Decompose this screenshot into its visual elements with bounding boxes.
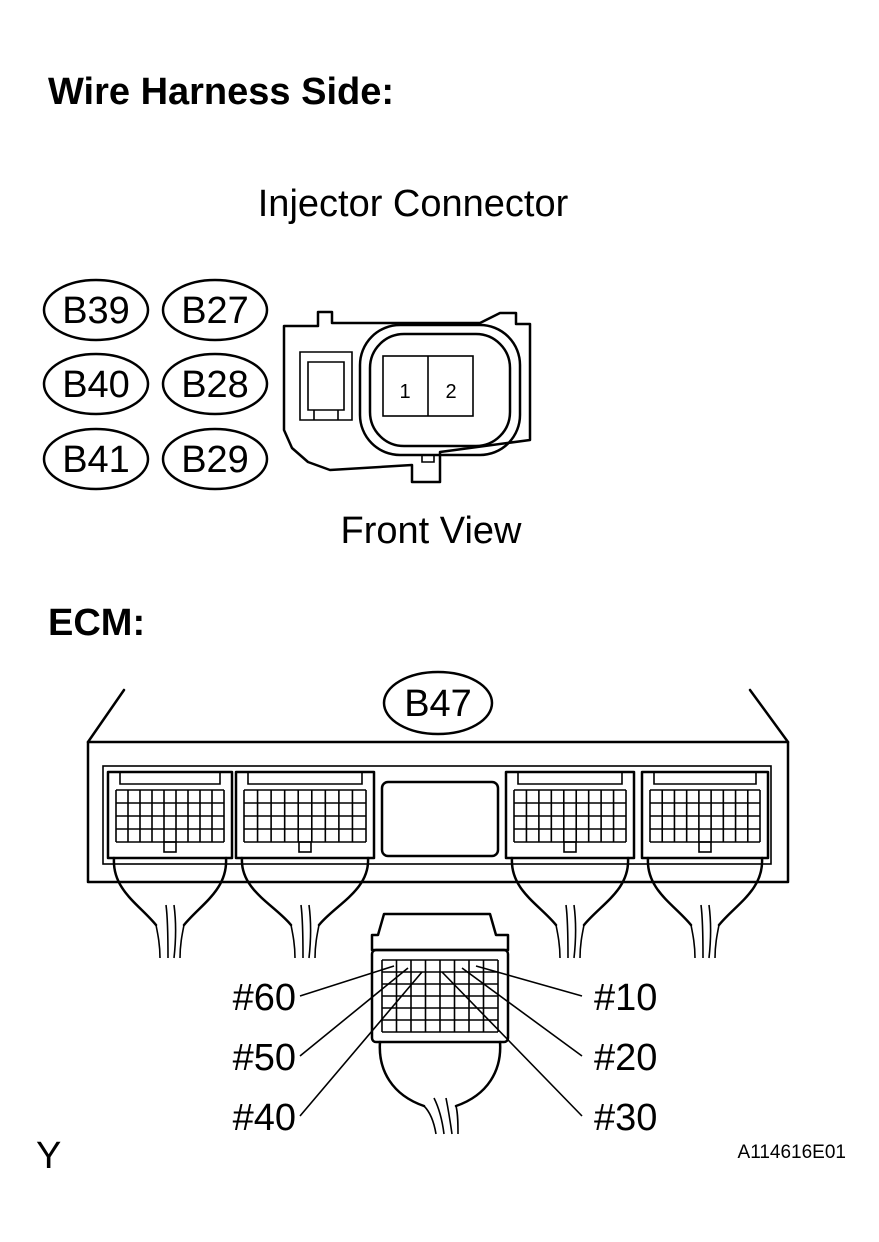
ecm-side-connector <box>234 770 376 959</box>
corner-mark: Y <box>36 1135 61 1177</box>
ecm-body <box>86 688 790 884</box>
connector-code-label: B28 <box>181 364 249 406</box>
figure-id: A114616E01 <box>738 1142 846 1163</box>
ecm-connector-code-label: B47 <box>404 683 472 725</box>
ecm-bottom-connector <box>370 912 510 1135</box>
connector-code-oval-b27: B27 <box>161 278 269 342</box>
connector-code-oval-b41: B41 <box>42 427 150 491</box>
terminal-label-40: #40 <box>233 1097 296 1139</box>
injector-connector-title: Injector Connector <box>258 183 569 225</box>
connector-code-label: B41 <box>62 439 130 481</box>
terminal-label-10: #10 <box>594 977 657 1019</box>
terminal-label-60: #60 <box>233 977 296 1019</box>
ecm-side-connector <box>504 770 636 959</box>
injector-pin-1: 1 <box>399 381 410 403</box>
terminal-label-50: #50 <box>233 1037 296 1079</box>
connector-code-oval-b28: B28 <box>161 352 269 416</box>
connector-code-label: B39 <box>62 290 130 332</box>
ecm-connectors <box>106 770 770 959</box>
connector-code-label: B27 <box>181 290 249 332</box>
ecm-side-connector <box>640 770 770 959</box>
wire-harness-heading: Wire Harness Side: <box>48 71 394 113</box>
ecm-heading: ECM: <box>48 602 145 644</box>
ecm-side-connector <box>106 770 234 959</box>
terminal-leader-lines <box>299 965 583 1117</box>
terminal-label-30: #30 <box>594 1097 657 1139</box>
front-view-label: Front View <box>341 510 522 552</box>
terminal-label-20: #20 <box>594 1037 657 1079</box>
connector-code-label: B29 <box>181 439 249 481</box>
connector-code-oval-b40: B40 <box>42 352 150 416</box>
connector-code-oval-b39: B39 <box>42 278 150 342</box>
connector-code-label: B40 <box>62 364 130 406</box>
injector-pin-2: 2 <box>445 381 456 403</box>
ecm-connector-code-oval: B47 <box>382 670 494 736</box>
connector-code-oval-b29: B29 <box>161 427 269 491</box>
injector-connector-drawing <box>282 310 532 484</box>
ecm-display-window <box>380 780 500 858</box>
